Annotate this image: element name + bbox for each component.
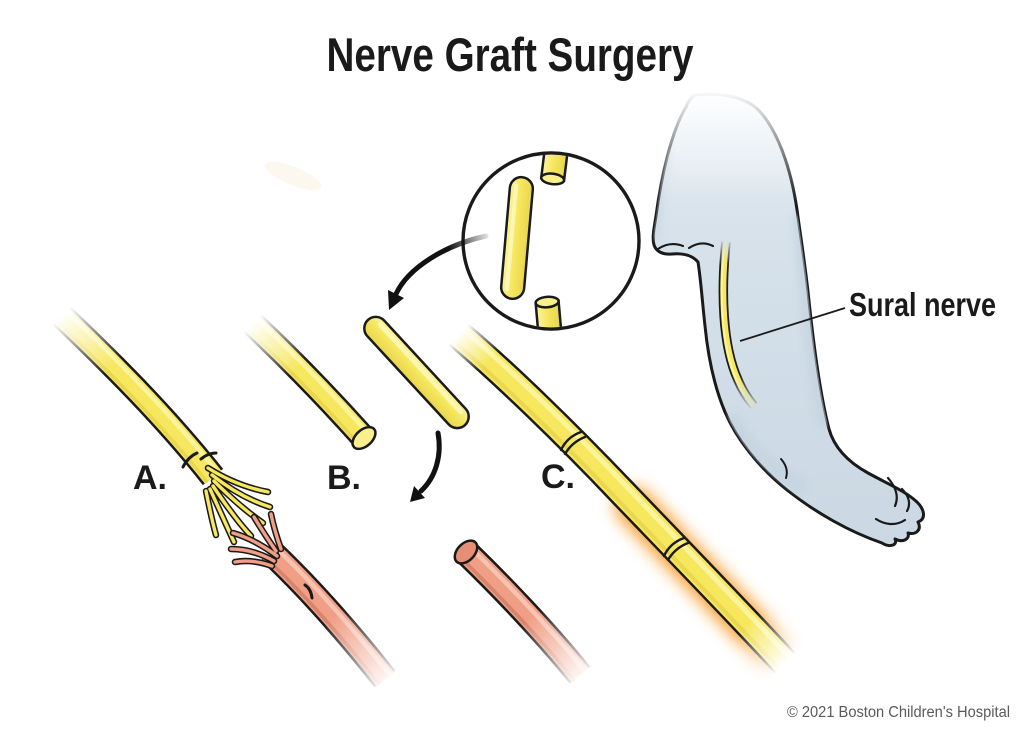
stage-b-distal-nerve	[453, 539, 591, 684]
curved-arrow-inset-to-graft-icon	[388, 233, 489, 310]
sural-nerve-leader-line	[739, 307, 846, 342]
page-title: Nerve Graft Surgery	[327, 28, 694, 81]
magnifier-inset	[461, 151, 641, 331]
ankle-crease-line	[780, 458, 788, 479]
stage-b-proximal-nerve	[243, 313, 377, 451]
inset-nerve-stump-top	[539, 154, 571, 186]
suture-joint-1	[559, 430, 587, 456]
graft-segment	[363, 315, 470, 430]
stage-a-proximal-nerve	[53, 306, 274, 546]
knee-crease-lines	[656, 242, 715, 251]
label-sural-nerve: Sural nerve	[849, 286, 996, 323]
frayed-end-yellow	[202, 464, 274, 546]
frayed-end-pink	[227, 510, 285, 570]
stage-a-severed-nerve	[53, 306, 396, 688]
curved-arrow-graft-to-gap-icon	[410, 430, 442, 502]
toe-lines	[874, 476, 911, 526]
label-stage-b: B.	[327, 459, 361, 497]
sural-nerve-path	[718, 241, 758, 410]
crush-marks	[181, 451, 218, 469]
thigh-fade-overlay	[640, 84, 864, 208]
label-stage-c: C.	[541, 458, 575, 496]
suture-joint-2	[662, 536, 690, 562]
pink-crush-mark	[303, 583, 314, 600]
copyright: © 2021 Boston Children's Hospital	[787, 704, 1010, 721]
cut-face-yellow	[351, 425, 377, 451]
stage-c-repaired-nerve	[448, 322, 799, 677]
faint-highlight-streak	[264, 162, 322, 190]
stage-b-trimmed-nerve	[243, 313, 591, 684]
inset-nerve-stump-bottom	[534, 295, 564, 328]
inset-graft-segment	[499, 175, 535, 301]
stage-a-distal-nerve	[227, 510, 396, 688]
cut-face-pink	[453, 539, 479, 565]
label-stage-a: A.	[133, 459, 167, 497]
